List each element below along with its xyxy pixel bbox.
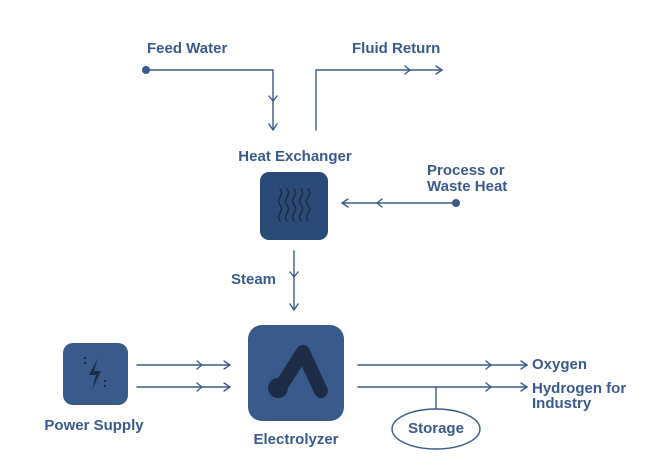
hydrogen-line: [357, 382, 528, 392]
power-supply-label: Power Supply: [44, 417, 144, 434]
power-supply-box: [63, 343, 128, 405]
hydrogen-label-line2: Industry: [532, 395, 592, 412]
heat-waves-icon: [277, 188, 311, 222]
steam-label: Steam: [231, 271, 277, 288]
heat-exchanger-box: [260, 172, 328, 240]
process-heat-label-line2: Waste Heat: [427, 178, 508, 195]
power-supply-line-top: [136, 360, 231, 370]
lightning-bolt-icon: [84, 357, 106, 390]
process-heat-label-line1: Process or: [427, 162, 505, 179]
steam-line: [289, 250, 299, 311]
electrolyzer-box: [248, 325, 344, 421]
feed-water-source-dot: [142, 66, 150, 74]
storage-tank: [391, 408, 481, 450]
storage-label: Storage: [408, 420, 464, 437]
process-heat-line: [341, 198, 456, 208]
fluid-return-line: [315, 65, 443, 131]
hydrogen-label-line1: Hydrogen for: [532, 380, 627, 397]
electrolyzer-label: Electrolyzer: [253, 431, 339, 448]
oxygen-label: Oxygen: [532, 356, 588, 373]
oxygen-line: [357, 360, 528, 370]
feed-water-label: Feed Water: [147, 40, 228, 57]
electrolyzer-logo-icon: [268, 345, 328, 398]
process-heat-source-dot: [452, 199, 460, 207]
fluid-return-label: Fluid Return: [352, 40, 441, 57]
feed-water-line: [145, 69, 278, 131]
power-supply-line-bottom: [136, 382, 231, 392]
heat-exchanger-label: Heat Exchanger: [238, 148, 352, 165]
